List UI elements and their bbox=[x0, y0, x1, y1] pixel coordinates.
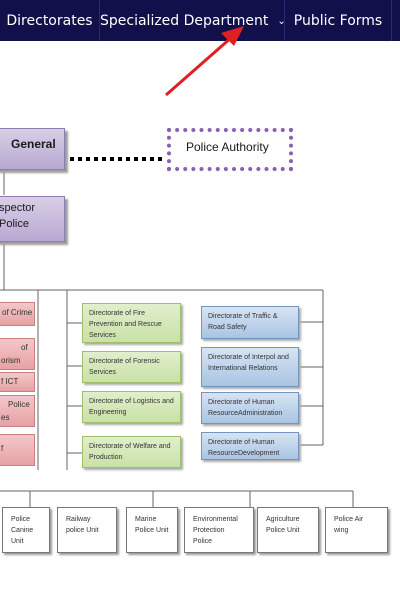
nav-directorates-label: Directorates bbox=[6, 13, 93, 29]
unit-railway-box: Railway police Unit bbox=[57, 507, 117, 553]
inspector-line1: spector bbox=[0, 202, 36, 214]
unit-agriculture-box: Agriculture Police Unit bbox=[257, 507, 319, 553]
directorate-traffic-box: Directorate of Traffic & Road Safety bbox=[201, 306, 299, 339]
nav-directorates[interactable]: Directorates bbox=[0, 0, 100, 41]
canine-label: Police Canine Unit bbox=[11, 516, 34, 545]
orism-label: orism bbox=[1, 356, 21, 365]
directorate-hr-admin-box: Directorate of Human ResourceAdministrat… bbox=[201, 392, 299, 424]
general-box-label: General bbox=[11, 137, 56, 151]
marine-label: Marine Police Unit bbox=[135, 516, 169, 534]
police-authority-box: Police Authority bbox=[167, 128, 293, 171]
welfare-label: Directorate of Welfare and Production bbox=[89, 443, 171, 461]
police-label: Police bbox=[8, 400, 30, 409]
chevron-down-icon: ⌄ bbox=[277, 16, 286, 27]
directorate-logistics-box: Directorate of Logistics and Engineering bbox=[82, 391, 181, 423]
agriculture-label: Agriculture Police Unit bbox=[266, 516, 300, 534]
interpol-label: Directorate of Interpol and Internationa… bbox=[208, 354, 289, 372]
police-directorate-box: Police es bbox=[0, 395, 35, 427]
inspector-general-box: spector Police bbox=[0, 196, 65, 242]
nav-specialized-department[interactable]: Specialized Department ⌄ bbox=[100, 0, 286, 41]
f-label: f bbox=[1, 444, 4, 453]
unit-marine-box: Marine Police Unit bbox=[126, 507, 178, 553]
unit-air-wing-box: Police Air wing bbox=[325, 507, 388, 553]
directorate-welfare-box: Directorate of Welfare and Production bbox=[82, 436, 181, 468]
other-directorate-box: f bbox=[0, 434, 35, 466]
of-label: of bbox=[21, 343, 28, 352]
directorate-hr-development-box: Directorate of Human ResourceDevelopment bbox=[201, 432, 299, 460]
es-label: es bbox=[1, 413, 10, 422]
traffic-label: Directorate of Traffic & Road Safety bbox=[208, 313, 278, 331]
crime-directorate-box: of Crime bbox=[0, 302, 35, 326]
hr-admin-label: Directorate of Human ResourceAdministrat… bbox=[208, 399, 283, 417]
nav-public-forms-label: Public Forms bbox=[293, 13, 383, 29]
directorate-fire-box: Directorate of Fire Prevention and Rescu… bbox=[82, 303, 181, 343]
directorate-forensic-box: Directorate of Forensic Services bbox=[82, 351, 181, 383]
police-authority-label: Police Authority bbox=[186, 140, 269, 154]
top-nav-bar: Directorates Specialized Department ⌄ Pub… bbox=[0, 0, 400, 41]
fire-label: Directorate of Fire Prevention and Rescu… bbox=[89, 310, 162, 339]
logistics-label: Directorate of Logistics and Engineering bbox=[89, 398, 174, 416]
hr-development-label: Directorate of Human ResourceDevelopment bbox=[208, 439, 280, 457]
unit-environmental-box: Environmental Protection Police bbox=[184, 507, 254, 553]
crime-label: of Crime bbox=[2, 308, 33, 317]
air-wing-label: Police Air wing bbox=[334, 516, 364, 534]
ict-label: f ICT bbox=[1, 377, 19, 386]
directorate-interpol-box: Directorate of Interpol and Internationa… bbox=[201, 347, 299, 387]
general-box: General bbox=[0, 128, 65, 170]
inspector-line2: Police bbox=[0, 218, 29, 230]
environmental-label: Environmental Protection Police bbox=[193, 516, 238, 545]
unit-canine-box: Police Canine Unit bbox=[2, 507, 50, 553]
nav-specialized-department-label: Specialized Department bbox=[100, 13, 269, 29]
nav-public-forms[interactable]: Public Forms bbox=[285, 0, 392, 41]
railway-label: Railway police Unit bbox=[66, 516, 99, 534]
ict-directorate-box: f ICT bbox=[0, 372, 35, 392]
forensic-label: Directorate of Forensic Services bbox=[89, 358, 160, 376]
